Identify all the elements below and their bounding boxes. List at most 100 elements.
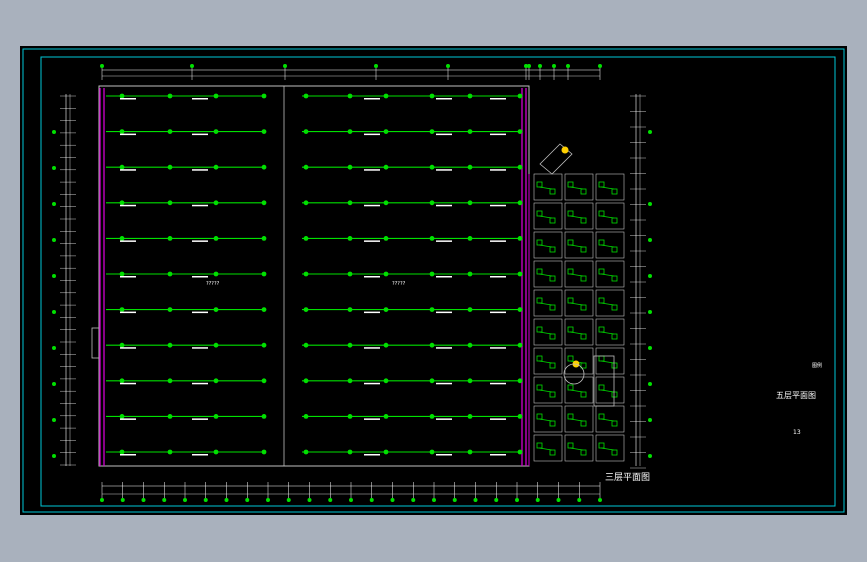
service-room xyxy=(564,202,594,230)
light-fixture-icon xyxy=(303,307,309,312)
light-fixture-icon xyxy=(467,93,473,99)
room-circuit xyxy=(600,302,615,306)
drawing-frame xyxy=(22,48,845,513)
fixture-label xyxy=(490,347,506,349)
light-fixture-icon xyxy=(167,449,173,455)
fixture-label xyxy=(364,418,380,420)
light-fixture-icon xyxy=(303,200,309,206)
light-fixture-icon xyxy=(517,414,523,419)
top-axis-bubble xyxy=(524,64,528,68)
top-axis-bubble xyxy=(598,64,602,68)
room-circuit xyxy=(538,418,553,422)
floor-plan-drawing xyxy=(22,48,845,513)
junction-box-icon xyxy=(567,268,574,275)
room-circuit xyxy=(600,447,615,451)
light-fixture-icon xyxy=(213,164,219,170)
light-fixture-icon xyxy=(303,378,309,384)
light-fixture-icon xyxy=(119,129,125,134)
light-fixture-icon xyxy=(383,342,389,348)
room-circuit xyxy=(569,215,584,219)
right-axis-bubble xyxy=(648,346,652,350)
junction-box-icon xyxy=(611,333,618,340)
junction-box-icon xyxy=(598,210,605,217)
room-circuit xyxy=(569,302,584,306)
fixture-label xyxy=(436,98,452,100)
drawing-viewport[interactable]: 三层平面图 五层平面图 图例 13 ????? ????? xyxy=(20,46,847,515)
light-fixture-icon xyxy=(213,342,219,348)
outer-frame xyxy=(22,48,845,513)
service-room xyxy=(564,405,594,433)
light-fixture-icon xyxy=(347,307,353,312)
junction-box-icon xyxy=(580,449,587,456)
junction-box-icon xyxy=(580,188,587,195)
junction-box-icon xyxy=(611,391,618,398)
light-fixture-icon xyxy=(213,378,219,384)
junction-box-icon xyxy=(549,304,556,311)
service-room xyxy=(595,376,625,404)
fixture-label xyxy=(192,204,208,207)
light-fixture-icon xyxy=(261,164,267,170)
light-fixture-icon xyxy=(429,449,435,455)
room-circuit xyxy=(600,186,615,190)
bottom-axis-bubble xyxy=(141,498,146,502)
junction-box-icon xyxy=(549,333,556,340)
light-fixture-icon xyxy=(303,271,309,277)
junction-box-icon xyxy=(598,413,605,420)
service-room xyxy=(564,434,594,462)
left-axis-bubble xyxy=(52,202,56,206)
fixture-label xyxy=(490,276,506,278)
light-fixture-icon xyxy=(167,200,173,206)
stair-icon xyxy=(563,363,585,385)
light-fixture-icon xyxy=(467,449,473,455)
light-fixture-icon xyxy=(383,164,389,170)
junction-box-icon xyxy=(611,304,618,311)
bottom-axis-bubble xyxy=(120,498,125,502)
top-axis-bubble xyxy=(566,64,570,68)
fixture-label xyxy=(120,204,136,207)
junction-box-icon xyxy=(536,384,543,391)
junction-box-icon xyxy=(598,442,605,449)
junction-box-icon xyxy=(536,355,543,362)
fixture-label xyxy=(120,98,136,100)
fixture-label xyxy=(436,382,452,385)
junction-box-icon xyxy=(536,181,543,188)
junction-box-icon xyxy=(549,420,556,427)
fixture-label xyxy=(436,169,452,171)
junction-box-icon xyxy=(549,275,556,282)
left-axis-bubble xyxy=(52,418,56,422)
fixture-label xyxy=(436,347,452,349)
light-fixture-icon xyxy=(383,200,389,206)
service-room xyxy=(564,260,594,288)
junction-box-icon xyxy=(611,217,618,224)
fixture-label xyxy=(364,311,380,314)
junction-box-icon xyxy=(611,449,618,456)
service-rooms xyxy=(528,143,625,466)
light-fixture-icon xyxy=(261,414,267,419)
junction-box-icon xyxy=(598,181,605,188)
fixture-label xyxy=(490,98,506,100)
light-fixture-icon xyxy=(119,378,125,384)
room-circuit xyxy=(538,215,553,219)
junction-box-icon xyxy=(567,413,574,420)
right-axis-bubble xyxy=(648,238,652,242)
fixture-label xyxy=(436,133,452,136)
light-fixture-icon xyxy=(167,307,173,312)
junction-box-icon xyxy=(598,384,605,391)
light-fixture-icon xyxy=(347,271,353,277)
bottom-axis-bubble xyxy=(183,498,187,502)
fixture-label xyxy=(364,133,380,136)
junction-box-icon xyxy=(611,275,618,282)
light-fixture-icon xyxy=(119,236,125,241)
junction-box-icon xyxy=(580,333,587,340)
junction-box-icon xyxy=(611,420,618,427)
light-fixture-icon xyxy=(213,200,219,206)
junction-box-icon xyxy=(567,181,574,188)
junction-box-icon xyxy=(567,355,574,362)
junction-box-icon xyxy=(567,239,574,246)
fixture-label xyxy=(364,382,380,385)
fixture-label xyxy=(192,133,208,136)
light-fixture-icon xyxy=(261,129,267,134)
bottom-axis-bubble xyxy=(411,498,416,502)
junction-box-icon xyxy=(611,362,618,369)
center-mark-left: ????? xyxy=(206,281,220,287)
